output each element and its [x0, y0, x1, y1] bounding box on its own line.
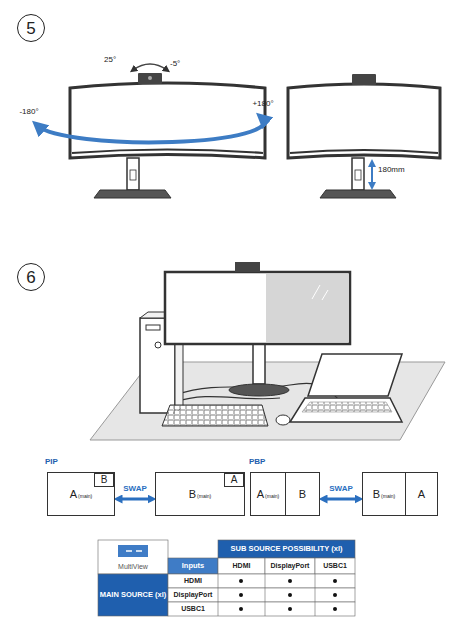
window-letter: B [299, 489, 306, 500]
table-cell: HDMI [168, 574, 218, 588]
table-header: MAIN SOURCE (xl) [98, 574, 168, 616]
angle-label: -180° [12, 106, 46, 118]
table-cell: USBC1 [168, 602, 218, 616]
mode-title: PIP [45, 456, 75, 468]
mode-title: PBP [249, 456, 279, 468]
table-cell: HDMI [218, 558, 265, 574]
view-window: B(main) [362, 472, 406, 516]
view-window: B [285, 472, 320, 516]
main-tag: (main) [265, 494, 279, 499]
step-number: 6 [17, 263, 45, 291]
angle-label: +180° [246, 98, 280, 110]
inset-window: A [224, 473, 244, 487]
window-letter: A [231, 475, 238, 485]
main-tag: (main) [197, 494, 211, 499]
edge-label: SWAP [122, 485, 148, 493]
view-window: B(main) A [155, 472, 245, 516]
step-number: 5 [17, 14, 45, 42]
swap-arrow [323, 498, 359, 501]
window-letter: A [70, 489, 77, 500]
window-letter: B [189, 489, 196, 500]
view-window: A(main) [250, 472, 286, 516]
logo-text: MultiView [98, 561, 168, 572]
view-window: A(main) B [47, 472, 115, 516]
window-letter: B [101, 475, 108, 485]
angle-label: 25° [104, 54, 130, 66]
swap-arrow [118, 498, 152, 501]
angle-label: -5° [170, 58, 192, 70]
table-cell: DisplayPort [168, 588, 218, 602]
window-letter: 5 [26, 20, 35, 37]
edge-label: SWAP [328, 485, 354, 493]
window-letter: A [418, 489, 425, 500]
table-cell: DisplayPort [265, 558, 315, 574]
window-letter: B [373, 489, 380, 500]
multiview-table [98, 540, 355, 616]
main-tag: (main) [381, 494, 395, 499]
table-header: Inputs [168, 558, 218, 574]
view-window: A [405, 472, 438, 516]
main-tag: (main) [78, 494, 92, 499]
monitor-height [288, 74, 440, 198]
window-letter: 6 [26, 269, 35, 286]
desk-scene [90, 262, 445, 440]
dimension-label: 180mm [378, 164, 418, 176]
inset-window: B [94, 473, 114, 487]
monitor-rotate [38, 64, 265, 198]
table-cell: USBC1 [315, 558, 355, 574]
support-dots [239, 579, 337, 611]
table-header: SUB SOURCE POSSIBILITY (xl) [218, 540, 355, 558]
window-letter: A [257, 489, 264, 500]
